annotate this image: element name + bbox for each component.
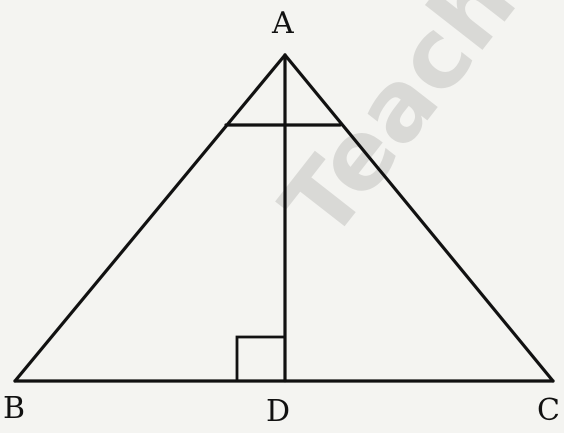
label-d: D (266, 394, 290, 429)
label-b: B (3, 391, 25, 426)
label-c: C (537, 393, 560, 428)
side-ac (283, 53, 555, 383)
watermark-text: Teachi (260, 0, 558, 259)
label-a: A (271, 6, 294, 41)
side-ab (13, 53, 287, 383)
right-angle-marker (235, 335, 285, 381)
